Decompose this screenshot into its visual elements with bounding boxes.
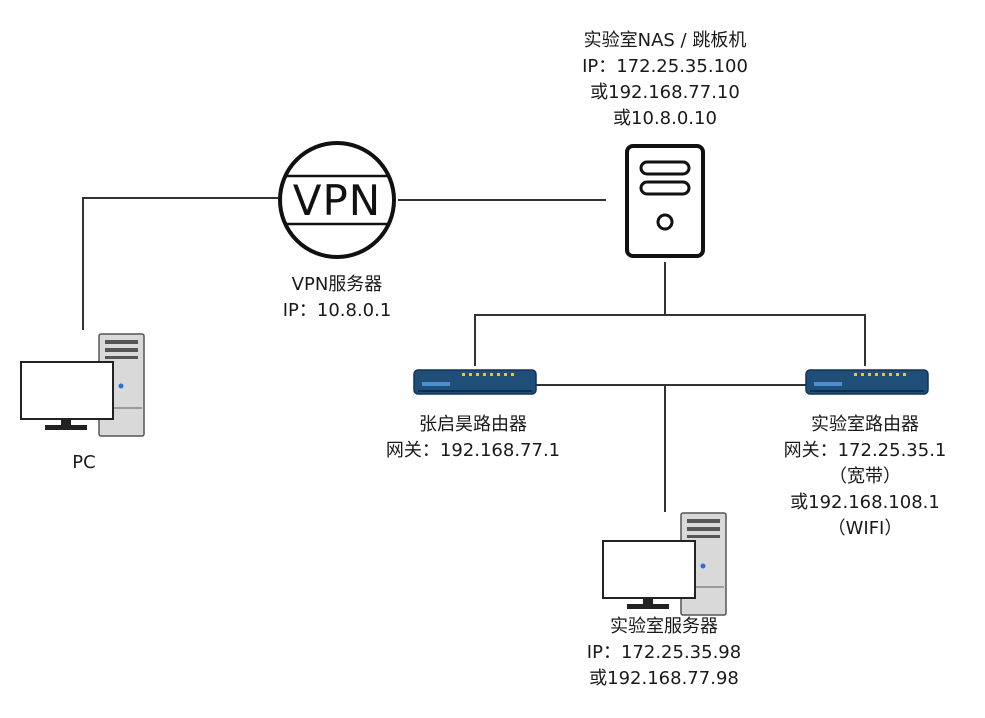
router-zhang-label: 张启昊路由器 网关：192.168.77.1: [386, 412, 560, 464]
pc-icon: [20, 333, 145, 437]
router-lab-gateway-note: （宽带）: [828, 466, 901, 487]
nas-alt-ip-1: 或192.168.77.10: [590, 82, 740, 103]
nas-server-icon: [625, 144, 705, 258]
vpn-icon-text: VPN: [293, 176, 381, 225]
pc-label: PC: [72, 450, 95, 476]
vpn-ip: IP：10.8.0.1: [282, 300, 392, 321]
router-zhang-name: 张启昊路由器: [418, 414, 527, 435]
lab-server-ip: IP：172.25.35.98: [586, 642, 742, 663]
router-lab-alt: 或192.168.108.1: [790, 492, 940, 513]
nas-label: 实验室NAS / 跳板机 IP：172.25.35.100 或192.168.7…: [582, 28, 748, 132]
link-pc-vpn: [82, 197, 278, 330]
router-lab-name: 实验室路由器: [810, 414, 919, 435]
router-zhang-icon: [413, 369, 537, 395]
router-zhang-gateway: 网关：192.168.77.1: [385, 440, 561, 461]
link-bus: [474, 314, 866, 366]
pc-name: PC: [72, 452, 96, 473]
vpn-label: VPN服务器 IP：10.8.0.1: [283, 272, 392, 324]
vpn-server-icon: VPN: [278, 141, 396, 259]
lab-server-alt: 或192.168.77.98: [589, 668, 739, 689]
router-lab-label: 实验室路由器 网关：172.25.35.1 （宽带） 或192.168.108.…: [784, 412, 947, 542]
vpn-name: VPN服务器: [291, 274, 383, 295]
lab-server-label: 实验室服务器 IP：172.25.35.98 或192.168.77.98: [587, 614, 741, 692]
lab-server-name: 实验室服务器: [610, 616, 718, 637]
nas-ip: IP：172.25.35.100: [582, 56, 748, 77]
nas-name: 实验室NAS / 跳板机: [583, 30, 747, 51]
router-lab-icon: [805, 369, 929, 395]
router-lab-gateway: 网关：172.25.35.1: [783, 440, 947, 461]
lab-server-icon: [602, 512, 727, 616]
nas-alt-ip-2: 或10.8.0.10: [613, 108, 717, 129]
connections: [82, 197, 866, 512]
router-lab-alt-note: （WIFI）: [827, 518, 903, 539]
